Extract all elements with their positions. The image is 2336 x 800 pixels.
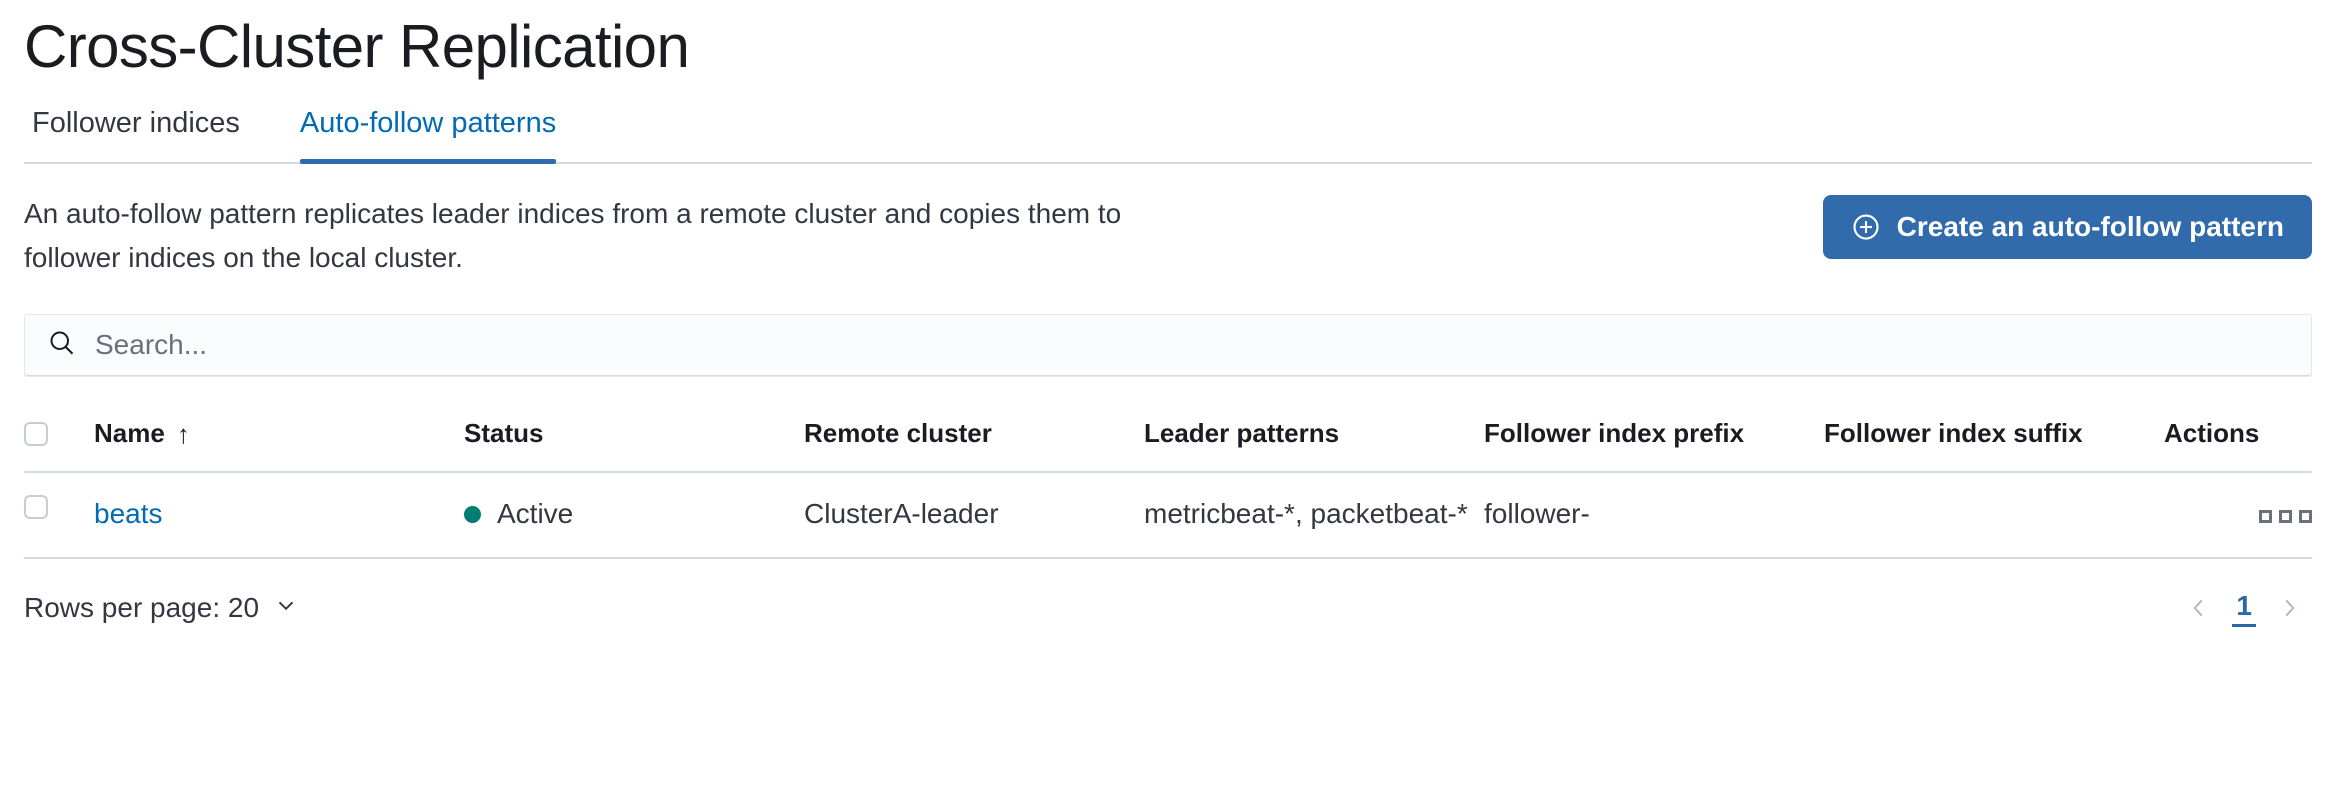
- select-all-checkbox[interactable]: [24, 421, 48, 446]
- create-button-label: Create an auto-follow pattern: [1896, 211, 2284, 242]
- column-header-name[interactable]: Name ↑: [94, 406, 464, 473]
- page-title: Cross-Cluster Replication: [24, 13, 690, 80]
- chevron-down-icon: [273, 592, 299, 625]
- pagination: 1: [2176, 585, 2312, 631]
- sort-by-name[interactable]: Name ↑: [94, 418, 190, 449]
- search-icon: [47, 328, 77, 363]
- table-footer: Rows per page: 20 1: [24, 585, 2312, 631]
- column-header-follower-index-prefix[interactable]: Follower index prefix: [1484, 406, 1824, 473]
- actions-dot: [2279, 510, 2292, 523]
- cell-follower-index-suffix: [1824, 472, 2164, 559]
- cell-leader-patterns: metricbeat-*, packetbeat-*: [1144, 472, 1484, 559]
- tab-follower-indices[interactable]: Follower indices: [32, 106, 240, 162]
- select-all-header: [24, 406, 94, 473]
- cell-actions: [2164, 472, 2312, 559]
- intro-description: An auto-follow pattern replicates leader…: [24, 198, 1122, 273]
- column-header-remote-cluster[interactable]: Remote cluster: [804, 406, 1144, 473]
- create-auto-follow-pattern-button[interactable]: Create an auto-follow pattern: [1822, 195, 2312, 259]
- status-label: Active: [497, 498, 574, 529]
- search-input[interactable]: [95, 315, 2289, 375]
- column-header-status[interactable]: Status: [464, 406, 804, 473]
- plus-in-circle-icon: [1851, 212, 1881, 242]
- table-body: beats Active ClusterA-leader metricbeat-…: [24, 472, 2312, 559]
- status-dot-icon: [464, 505, 481, 523]
- search-bar[interactable]: [24, 314, 2312, 376]
- tab-auto-follow-patterns[interactable]: Auto-follow patterns: [299, 106, 557, 164]
- cell-remote-cluster: ClusterA-leader: [804, 472, 1144, 559]
- actions-dot: [2299, 510, 2312, 523]
- cell-status: Active: [464, 472, 804, 559]
- pattern-name-link[interactable]: beats: [94, 498, 163, 529]
- row-select-cell: [24, 472, 94, 559]
- chevron-left-icon[interactable]: [2176, 585, 2222, 631]
- chevron-right-icon[interactable]: [2266, 585, 2312, 631]
- page-number-1[interactable]: 1: [2232, 589, 2256, 627]
- table-row: beats Active ClusterA-leader metricbeat-…: [24, 472, 2312, 559]
- cell-follower-index-prefix: follower-: [1484, 472, 1824, 559]
- intro-section: An auto-follow pattern replicates leader…: [24, 192, 2312, 280]
- row-checkbox[interactable]: [24, 495, 48, 519]
- column-header-leader-patterns[interactable]: Leader patterns: [1144, 406, 1484, 473]
- column-label: Name: [94, 418, 165, 448]
- table-header-row: Name ↑ Status Remote cluster Leader patt…: [24, 406, 2312, 473]
- auto-follow-patterns-table: Name ↑ Status Remote cluster Leader patt…: [24, 406, 2312, 559]
- table-header: Name ↑ Status Remote cluster Leader patt…: [24, 406, 2312, 473]
- actions-dot: [2259, 510, 2272, 523]
- tab-bar: Follower indices Auto-follow patterns: [24, 102, 2312, 164]
- column-header-follower-index-suffix[interactable]: Follower index suffix: [1824, 406, 2164, 473]
- tab-label: Auto-follow patterns: [299, 107, 557, 139]
- status-badge: Active: [464, 495, 804, 533]
- rows-per-page-selector[interactable]: Rows per page: 20: [24, 592, 299, 625]
- column-header-actions: Actions: [2164, 406, 2312, 473]
- ellipsis-actions-icon[interactable]: [2259, 510, 2312, 523]
- rows-per-page-label: Rows per page: 20: [24, 592, 260, 623]
- cell-name: beats: [94, 472, 464, 559]
- sort-ascending-icon: ↑: [176, 418, 190, 449]
- tab-label: Follower indices: [32, 107, 240, 139]
